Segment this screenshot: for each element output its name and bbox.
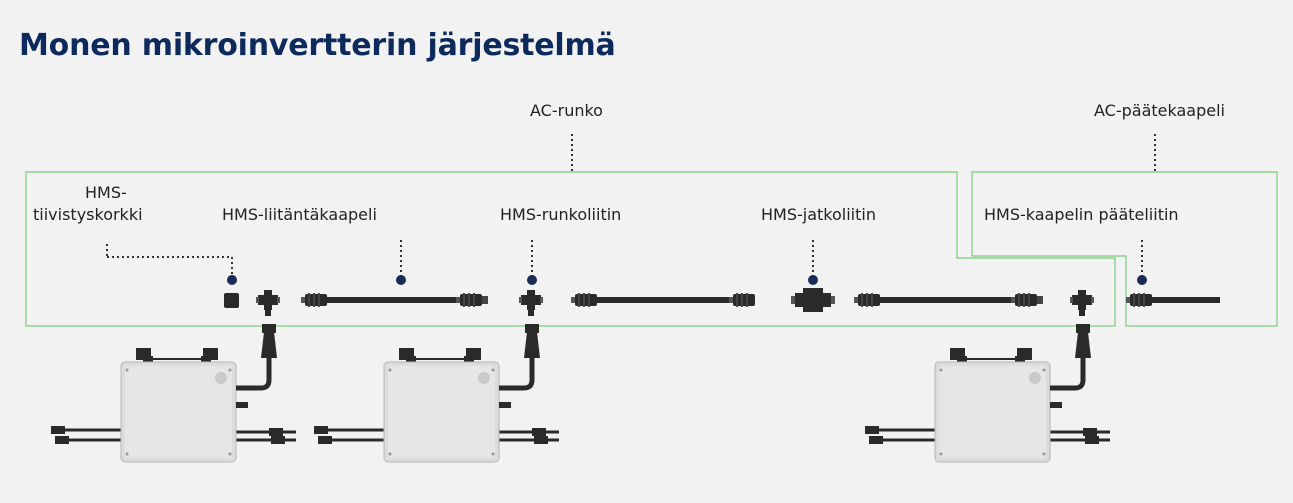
microinverter-1	[51, 324, 296, 462]
dot-sealing-cap	[227, 275, 237, 285]
label-connection-cable: HMS-liitäntäkaapeli	[222, 205, 377, 224]
leader-lines	[106, 134, 1156, 276]
trunk-connector-icon-1	[256, 290, 280, 316]
page-title: Monen mikroinvertterin järjestelmä	[19, 28, 616, 63]
ac-end-cable-icon	[1126, 293, 1220, 307]
label-sealing-cap-line2: tiivistyskorkki	[33, 205, 143, 224]
dot-connection-cable	[396, 275, 406, 285]
trunk-cable-segment-1	[301, 293, 488, 307]
dot-end-connector	[1137, 275, 1147, 285]
microinverter-3	[865, 324, 1110, 462]
label-sealing-cap-line1: HMS-	[85, 183, 127, 202]
label-ac-end-cable: AC-päätekaapeli	[1094, 101, 1225, 120]
label-splice-connector: HMS-jatkoliitin	[761, 205, 876, 224]
ac-trunk-outline	[25, 171, 1116, 327]
trunk-connector-icon-3	[1070, 290, 1094, 316]
sealing-cap-icon	[224, 293, 239, 308]
ac-end-cable-outline	[971, 171, 1278, 327]
trunk-cable-segment-3	[854, 293, 1043, 307]
dot-trunk-connector	[527, 275, 537, 285]
trunk-cable-segment-2	[571, 293, 755, 307]
microinverter-2	[314, 324, 559, 462]
label-ac-trunk: AC-runko	[530, 101, 603, 120]
splice-connector-icon	[791, 288, 835, 312]
dot-splice-connector	[808, 275, 818, 285]
trunk-connector-icon-2	[519, 290, 543, 316]
label-trunk-connector: HMS-runkoliitin	[500, 205, 622, 224]
label-end-connector: HMS-kaapelin pääteliitin	[984, 205, 1179, 224]
leader-dots	[227, 275, 1147, 285]
